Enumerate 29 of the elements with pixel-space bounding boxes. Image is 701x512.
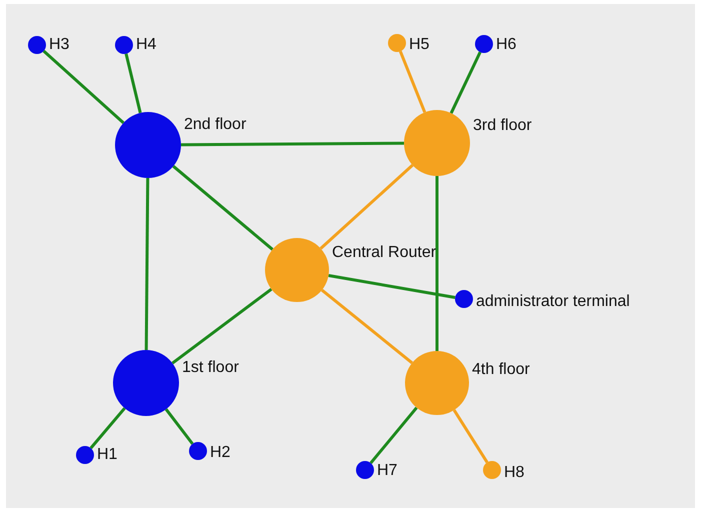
node-label: H5: [409, 36, 430, 54]
connection-line: [90, 407, 126, 450]
connection-line: [172, 288, 272, 364]
node-label: administrator terminal: [476, 293, 630, 311]
node-label: 1st floor: [182, 359, 239, 377]
connection-line: [398, 50, 426, 113]
connection-line: [144, 178, 150, 350]
node-label: H1: [97, 446, 118, 464]
node-label: H8: [504, 464, 524, 482]
node-label: H4: [136, 36, 156, 54]
connection-line: [328, 274, 456, 299]
connection-line: [436, 176, 438, 351]
connection-line: [181, 142, 404, 146]
connection-line: [370, 406, 418, 464]
connection-line: [172, 165, 274, 251]
node-label: 2nd floor: [184, 116, 246, 134]
node-label: H7: [377, 462, 398, 480]
node-label: H6: [496, 36, 516, 54]
connection-line: [42, 50, 124, 124]
connection-line: [124, 53, 142, 114]
connection-line: [452, 409, 488, 464]
connection-line: [320, 288, 414, 364]
connection-line: [164, 408, 194, 445]
connection-line: [320, 164, 414, 250]
node-label: 4th floor: [472, 361, 530, 379]
node-label: H2: [210, 444, 230, 462]
node-label: 3rd floor: [473, 117, 532, 135]
node-label: H3: [49, 36, 70, 54]
connection-line: [450, 51, 482, 114]
